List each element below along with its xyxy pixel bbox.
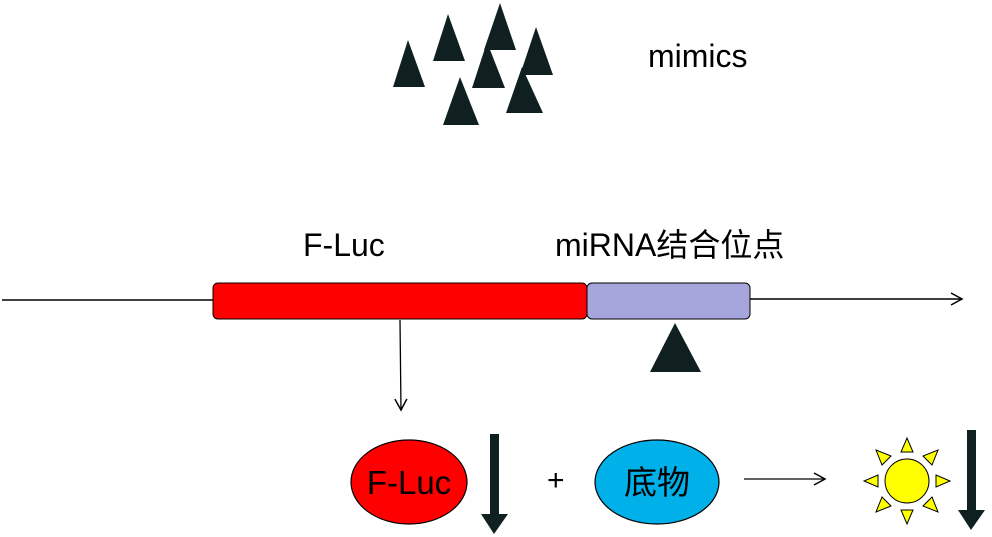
substrate-oval — [594, 439, 720, 525]
mimics-cluster — [393, 3, 553, 125]
fluc-gene-label: F-Luc — [303, 227, 385, 263]
light-decrease-down-arrow-icon — [958, 430, 985, 530]
sun-icon — [862, 436, 952, 526]
binding-site-segment — [586, 282, 751, 320]
substrate-label: 底物 — [624, 463, 690, 501]
fluc-oval — [350, 439, 468, 525]
fluc-segment — [212, 282, 588, 320]
mimic-triangle-icon — [443, 77, 479, 125]
mimic-triangle-icon — [472, 42, 505, 88]
mimic-triangle-icon — [433, 14, 465, 61]
binding-site-label: miRNA结合位点 — [555, 227, 785, 263]
expression-arrow — [394, 319, 408, 412]
mimic-triangle-icon — [484, 3, 516, 50]
mimic-triangle-icon — [393, 40, 425, 87]
bound-mimic-triangle-icon — [650, 323, 701, 372]
mimic-triangle-icon — [506, 67, 543, 113]
fluc-enzyme-label: F-Luc — [366, 463, 452, 501]
plus-sign: + — [547, 464, 565, 497]
mimic-triangle-icon — [520, 27, 553, 75]
fluc-decrease-down-arrow-icon — [481, 434, 508, 534]
mimics-label: mimics — [648, 38, 748, 74]
